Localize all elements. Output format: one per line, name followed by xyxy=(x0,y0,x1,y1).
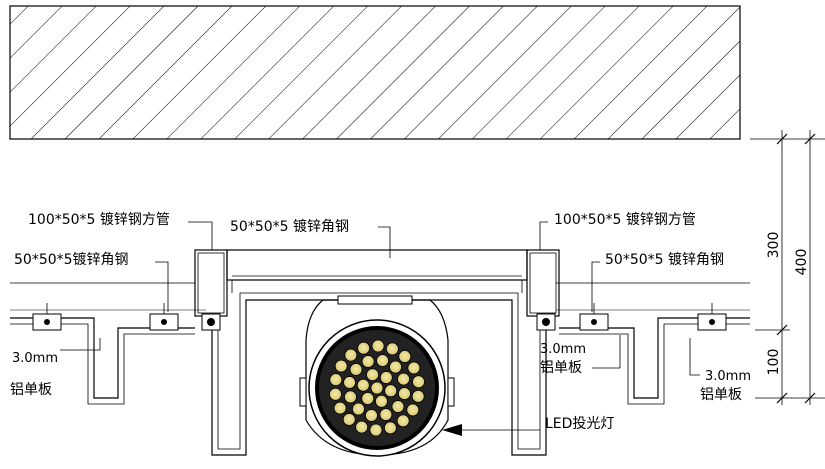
led-bulb xyxy=(344,348,358,362)
led-bulb xyxy=(333,401,347,415)
led-bulb xyxy=(407,361,421,375)
clip-4 xyxy=(536,313,556,331)
center-angle-steel xyxy=(226,249,528,281)
label-panel-mid-material: 铝单板 xyxy=(540,360,582,376)
clip-3 xyxy=(201,313,221,331)
led-bulb xyxy=(355,420,369,434)
led-bulb xyxy=(356,378,370,392)
aluminum-panel-left xyxy=(10,317,195,405)
led-bulb xyxy=(376,354,389,367)
led-bulb xyxy=(361,392,375,405)
label-panel-left-thickness: 3.0mm xyxy=(12,351,58,366)
led-bulb xyxy=(375,394,388,408)
leader-lines xyxy=(60,221,700,436)
led-bulb xyxy=(352,402,365,416)
dimension-400: 400 xyxy=(794,249,810,276)
led-bulb xyxy=(365,409,378,422)
label-angle-right: 50*50*5 镀锌角钢 xyxy=(605,251,724,268)
label-led-light: LED投光灯 xyxy=(545,416,614,432)
led-bulb xyxy=(344,390,357,404)
led-bulb xyxy=(329,387,342,401)
aluminum-panel-right xyxy=(559,317,750,405)
led-bulb xyxy=(379,371,393,384)
label-angle-center: 50*50*5 镀锌角钢 xyxy=(230,218,349,235)
steel-square-tube-left xyxy=(194,249,228,317)
dimension-lines xyxy=(750,130,825,405)
label-panel-mid-thickness: 3.0mm xyxy=(540,342,586,357)
dimension-300: 300 xyxy=(766,232,782,259)
clip-2 xyxy=(149,303,179,331)
led-bulb xyxy=(357,341,371,355)
steel-square-tube-right xyxy=(526,249,560,317)
led-bulb xyxy=(334,359,348,373)
led-bulb xyxy=(369,423,383,437)
led-bulb xyxy=(391,400,405,413)
label-panel-left-material: 铝单板 xyxy=(10,382,52,398)
led-bulb xyxy=(396,414,410,428)
led-bulb xyxy=(389,360,402,374)
led-bulb xyxy=(411,389,425,403)
led-bulb xyxy=(397,372,410,386)
led-bulb xyxy=(366,368,379,382)
concrete-slab xyxy=(9,5,741,140)
clip-1 xyxy=(32,303,62,331)
led-bulb xyxy=(383,421,397,435)
led-bulb xyxy=(379,408,393,421)
label-tube-left: 100*50*5 镀锌钢方管 xyxy=(28,211,170,228)
dimension-100: 100 xyxy=(766,349,782,376)
panel-clips xyxy=(32,303,727,331)
label-panel-right-thickness: 3.0mm xyxy=(705,369,751,384)
led-flood-light xyxy=(299,295,455,457)
led-bulb xyxy=(349,363,363,376)
led-bulb xyxy=(343,376,356,389)
led-bulb xyxy=(342,413,356,426)
clip-6 xyxy=(697,303,727,331)
led-bulb xyxy=(398,350,412,363)
led-bulb xyxy=(406,403,420,417)
led-bulbs xyxy=(329,339,425,437)
label-tube-right: 100*50*5 镀锌钢方管 xyxy=(554,211,696,228)
label-angle-left: 50*50*5镀锌角钢 xyxy=(14,251,129,268)
led-bulb xyxy=(412,375,425,389)
led-bulb xyxy=(361,355,375,368)
panel-top-lines xyxy=(10,282,750,311)
led-bulb xyxy=(384,384,398,398)
led-bulb xyxy=(398,387,411,400)
led-bulb xyxy=(385,342,399,356)
label-panel-right-material: 铝单板 xyxy=(700,387,742,403)
clip-5 xyxy=(579,303,609,331)
led-bulb xyxy=(329,373,343,387)
led-bulb xyxy=(371,339,385,353)
led-bulb xyxy=(370,381,384,395)
